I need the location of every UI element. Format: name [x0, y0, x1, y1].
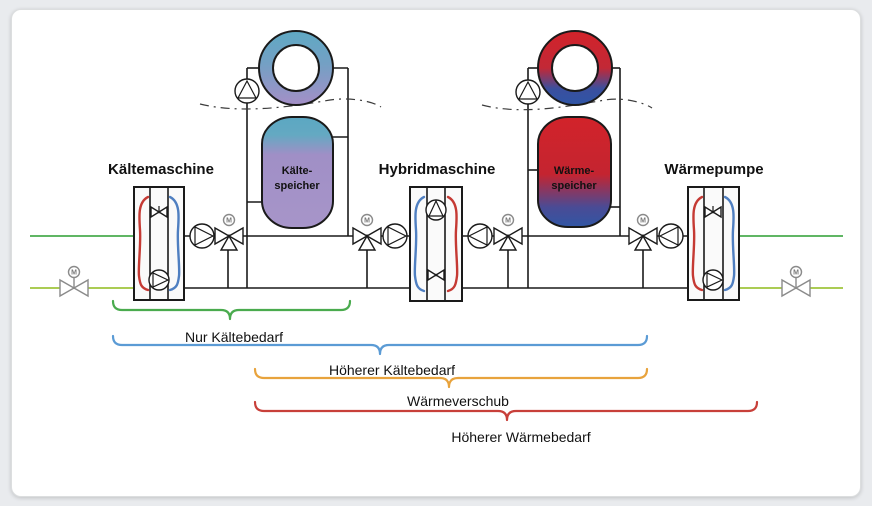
- internal-pump-icon: [702, 269, 724, 291]
- motor-label: M: [364, 218, 370, 225]
- warm-storage-label-line1: Wärme-: [554, 165, 595, 177]
- pump-icon: [382, 223, 408, 249]
- warm-storage-tank: Wärme- speicher: [537, 116, 612, 228]
- internal-valve-icon: [150, 205, 168, 219]
- cold-side-curve: [413, 195, 426, 293]
- bracket-waermeverschub: [253, 367, 649, 389]
- pump-icon: [658, 223, 684, 249]
- motor-valve-icon: M: [781, 265, 811, 298]
- motor-label: M: [71, 270, 77, 277]
- three-way-valve-icon: M: [628, 213, 658, 251]
- motor-label: M: [505, 218, 511, 225]
- internal-valve-icon: [704, 205, 722, 219]
- pump-icon: [189, 223, 215, 249]
- cold-ring-pump-icon: [234, 78, 260, 104]
- cold-storage-label-line2: speicher: [274, 180, 320, 192]
- bracket-hoeherer-waermebedarf: [253, 400, 759, 422]
- three-way-valve-icon: M: [214, 213, 244, 251]
- warm-consumer-ring: [537, 30, 613, 106]
- three-way-valve-icon: M: [352, 213, 382, 251]
- hot-side-curve: [137, 195, 150, 292]
- motor-label: M: [226, 218, 232, 225]
- cold-side-curve: [723, 195, 736, 292]
- bracket-label-hoeherer-kaeltebedarf: Höherer Kältebedarf: [329, 362, 455, 378]
- bracket-label-waermeverschub: Wärmeverschub: [407, 393, 509, 409]
- hot-side-curve: [446, 195, 459, 293]
- chiller-machine: [133, 186, 185, 301]
- chiller-label: Kältemaschine: [108, 161, 214, 178]
- three-way-valve-icon: M: [493, 213, 523, 251]
- warm-storage-label-line2: speicher: [551, 180, 597, 192]
- system-boundary-cold: [199, 98, 382, 110]
- internal-pump-icon: [148, 269, 170, 291]
- heat-pump-label: Wärmepumpe: [664, 161, 763, 178]
- hybrid-label: Hybridmaschine: [379, 161, 496, 178]
- motor-label: M: [793, 270, 799, 277]
- bracket-label-nur-kaeltebedarf: Nur Kältebedarf: [185, 329, 283, 345]
- bracket-hoeherer-kaeltebedarf: [111, 334, 649, 356]
- heat-pump-machine: [687, 186, 740, 301]
- warm-ring-pump-icon: [515, 79, 541, 105]
- internal-pump-icon: [425, 199, 447, 221]
- hybrid-machine: [409, 186, 463, 302]
- motor-label: M: [640, 218, 646, 225]
- cold-side-curve: [168, 195, 181, 292]
- operating-mode-brackets: Nur Kältebedarf Höherer Kältebedarf Wärm…: [111, 299, 759, 445]
- internal-valve-icon: [427, 268, 445, 282]
- cold-storage-label-line1: Kälte-: [282, 165, 313, 177]
- motor-valve-icon: M: [59, 265, 89, 298]
- cold-storage-tank: Kälte- speicher: [261, 116, 334, 229]
- hot-side-curve: [691, 195, 704, 292]
- pump-icon: [467, 223, 493, 249]
- cold-consumer-ring: [258, 30, 334, 106]
- bracket-nur-kaeltebedarf: [111, 299, 352, 321]
- bracket-label-hoeherer-waermebedarf: Höherer Wärmebedarf: [451, 429, 590, 445]
- system-boundary-warm: [481, 98, 653, 111]
